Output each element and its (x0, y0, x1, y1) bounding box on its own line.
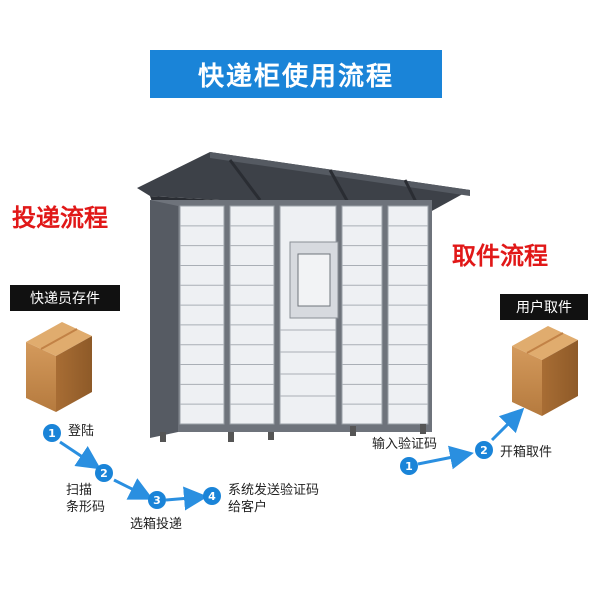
pickup-step-1-label: 输入验证码 (372, 437, 438, 452)
deliver-step-4-line2: 给客户 (228, 500, 268, 515)
user-parcel-box (512, 326, 578, 416)
deliver-step-4-num: 4 (208, 490, 216, 503)
pickup-arrow-2-box (490, 407, 525, 442)
parcel-locker-cabinet (137, 152, 470, 442)
locker-column (179, 205, 225, 425)
deliver-step-2-num: 2 (100, 467, 108, 480)
deliver-step-1-num: 1 (48, 427, 56, 440)
courier-parcel-box (26, 322, 92, 412)
user-pickup-label: 用户取件 (500, 294, 588, 320)
pickup-flow-title: 取件流程 (452, 242, 548, 270)
deliver-step-2-line2: 条形码 (66, 500, 106, 515)
locker-column (229, 205, 275, 425)
pickup-step-1-num: 1 (405, 460, 413, 473)
deliver-step-4-label: 系统发送验证码 给客户 (228, 482, 319, 516)
deliver-step-1: 1 (43, 424, 61, 442)
pickup-step-2-label: 开箱取件 (500, 445, 553, 460)
locker-column (341, 205, 383, 425)
deliver-step-2-label: 扫描 条形码 (66, 482, 105, 516)
deliver-step-3-label: 选箱投递 (130, 517, 183, 532)
pickup-arrow-1-2 (417, 445, 474, 470)
user-pickup-text: 用户取件 (516, 300, 572, 316)
pickup-step-2-num: 2 (480, 444, 488, 457)
locker-column (387, 205, 429, 425)
deliver-arrow-2-3 (113, 478, 154, 500)
deliver-arrow-3-4 (165, 486, 208, 511)
title-banner: 快递柜使用流程 (150, 50, 442, 98)
courier-deposit-label: 快递员存件 (10, 285, 120, 311)
page-title: 快递柜使用流程 (197, 61, 394, 92)
pickup-step-2: 2 (475, 441, 493, 459)
pickup-flow-arrows (417, 407, 525, 470)
deliver-flow-arrows (59, 440, 208, 511)
deliver-flow-title: 投递流程 (12, 204, 108, 232)
locker-roof (137, 152, 470, 212)
deliver-step-3: 3 (148, 491, 166, 509)
locker-screen (297, 253, 331, 307)
deliver-step-4-line1: 系统发送验证码 (228, 483, 320, 498)
pickup-step-1: 1 (400, 457, 418, 475)
deliver-step-2-line1: 扫描 (66, 483, 93, 498)
deliver-step-1-label: 登陆 (68, 424, 95, 439)
deliver-step-2: 2 (95, 464, 113, 482)
courier-deposit-text: 快递员存件 (30, 291, 100, 307)
deliver-arrow-1-2 (59, 440, 101, 470)
deliver-step-4: 4 (203, 487, 221, 505)
deliver-step-3-num: 3 (153, 494, 161, 507)
